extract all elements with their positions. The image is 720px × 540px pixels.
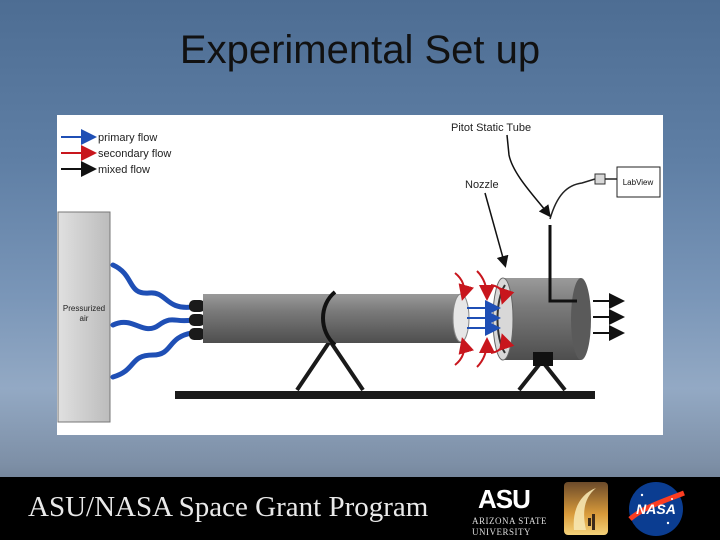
legend-mixed-label: mixed flow [98, 164, 150, 176]
experimental-setup-diagram: primary flow secondary flow mixed flow P… [57, 115, 663, 435]
tank-label-line1: Pressurized [63, 304, 105, 313]
pressurized-air-tank: Pressurized air [57, 211, 111, 423]
mixing-chamber [492, 277, 591, 361]
footer-banner: ASU/NASA Space Grant Program ASU ARIZONA… [0, 477, 720, 540]
base-rail [175, 391, 595, 399]
pitot-static-tube [533, 225, 577, 366]
ejector-tube [203, 290, 470, 347]
sensor-connector [594, 173, 606, 185]
labview-label: LabView [623, 178, 654, 187]
nasa-logo: NASA [628, 482, 685, 536]
diagram-canvas: primary flow secondary flow mixed flow P… [57, 122, 661, 423]
nasa-mark: NASA [636, 501, 676, 517]
nozzle-pointer [484, 192, 509, 268]
inlet-couplings [189, 300, 205, 340]
nozzle-label: Nozzle [465, 179, 499, 191]
legend-secondary-label: secondary flow [98, 148, 171, 160]
mixed-flow-arrows [593, 293, 625, 341]
tank-label-line2: air [80, 314, 89, 323]
slide-title: Experimental Set up [179, 28, 541, 72]
secondary-flow-arrows [454, 270, 515, 368]
pitot-label: Pitot Static Tube [451, 122, 531, 134]
space-grant-sun-logo [564, 482, 608, 535]
asu-line-2: UNIVERSITY [472, 527, 531, 537]
callouts: Pitot Static Tube Nozzle [451, 122, 551, 268]
primary-flow-arrows [467, 300, 501, 336]
supply-hoses [110, 262, 195, 380]
legend: primary flow secondary flow mixed flow [61, 129, 171, 177]
labview-connection: LabView [549, 166, 661, 220]
tube-joint [321, 290, 337, 347]
labview-box [616, 166, 661, 198]
legend-primary-label: primary flow [98, 132, 157, 144]
pitot-pointer [506, 134, 551, 218]
asu-mark: ASU [478, 484, 531, 514]
asu-logo: ASU ARIZONA STATE UNIVERSITY [470, 482, 548, 538]
asu-line-1: ARIZONA STATE [472, 516, 548, 526]
program-name: ASU/NASA Space Grant Program [28, 491, 429, 523]
